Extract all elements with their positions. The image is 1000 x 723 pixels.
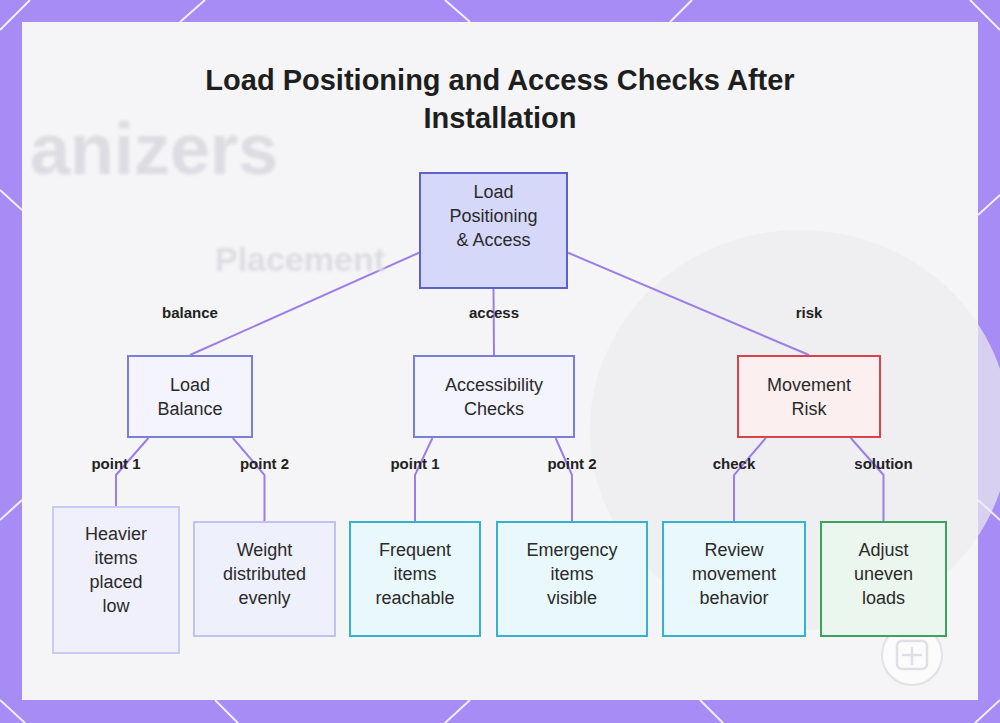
root-box: Load Positioning & Access	[419, 172, 568, 289]
node-text: Accessibility Checks	[425, 373, 563, 421]
solution-box: Adjust uneven loads	[820, 521, 947, 637]
connector-line	[568, 253, 809, 355]
node-text: Load Positioning & Access	[443, 180, 544, 252]
icon-grid	[897, 641, 927, 669]
detail-box: Emergency items visible	[496, 521, 648, 637]
detail-box: Heavier items placed low	[52, 506, 180, 654]
node-text: Weight distributed evenly	[207, 538, 322, 610]
node-text: Load Balance	[149, 373, 231, 421]
connector-line	[851, 438, 884, 521]
frame-line	[0, 190, 22, 210]
edge-label: point 1	[91, 455, 140, 472]
edge-label: point 2	[240, 455, 289, 472]
node-text: Heavier items placed low	[76, 522, 156, 618]
frame-line	[0, 700, 25, 723]
node-text: Movement Risk	[755, 373, 863, 421]
connector-line	[556, 438, 572, 521]
node-text: Emergency items visible	[526, 538, 618, 610]
frame-line	[670, 0, 692, 22]
risk-box: Movement Risk	[737, 355, 881, 438]
node-text: Frequent items reachable	[365, 538, 465, 610]
watermark-text: Placement	[215, 240, 385, 279]
category-box: Accessibility Checks	[413, 355, 575, 438]
edge-label: risk	[796, 304, 823, 321]
frame-line	[978, 195, 1000, 215]
frame-line	[0, 500, 22, 520]
edge-label: point 2	[547, 455, 596, 472]
category-box: Load Balance	[127, 355, 253, 438]
detail-box: Frequent items reachable	[349, 521, 481, 637]
diagram-title: Load Positioning and Access Checks After…	[205, 61, 795, 137]
frame-line	[445, 0, 470, 22]
frame-line	[180, 0, 205, 22]
connector-line	[415, 438, 432, 521]
edge-label: access	[469, 304, 519, 321]
watermark-text: anizers	[30, 108, 278, 190]
detail-box: Weight distributed evenly	[193, 521, 336, 637]
edge-label: point 1	[390, 455, 439, 472]
node-text: Adjust uneven loads	[838, 538, 929, 610]
connector-line	[734, 438, 766, 521]
connector-line	[493, 289, 496, 355]
edge-label: check	[713, 455, 756, 472]
frame-line	[445, 700, 470, 723]
detail-box: Review movement behavior	[662, 521, 806, 637]
icon-grid-line	[902, 654, 922, 657]
connector-line	[116, 438, 148, 506]
background-panel	[22, 22, 978, 700]
node-text: Review movement behavior	[676, 538, 792, 610]
connector-line	[233, 438, 265, 521]
edge-label: solution	[854, 455, 912, 472]
edge-label: balance	[162, 304, 218, 321]
frame-line	[975, 700, 1000, 723]
frame-line	[700, 700, 723, 723]
frame-line	[215, 700, 238, 723]
